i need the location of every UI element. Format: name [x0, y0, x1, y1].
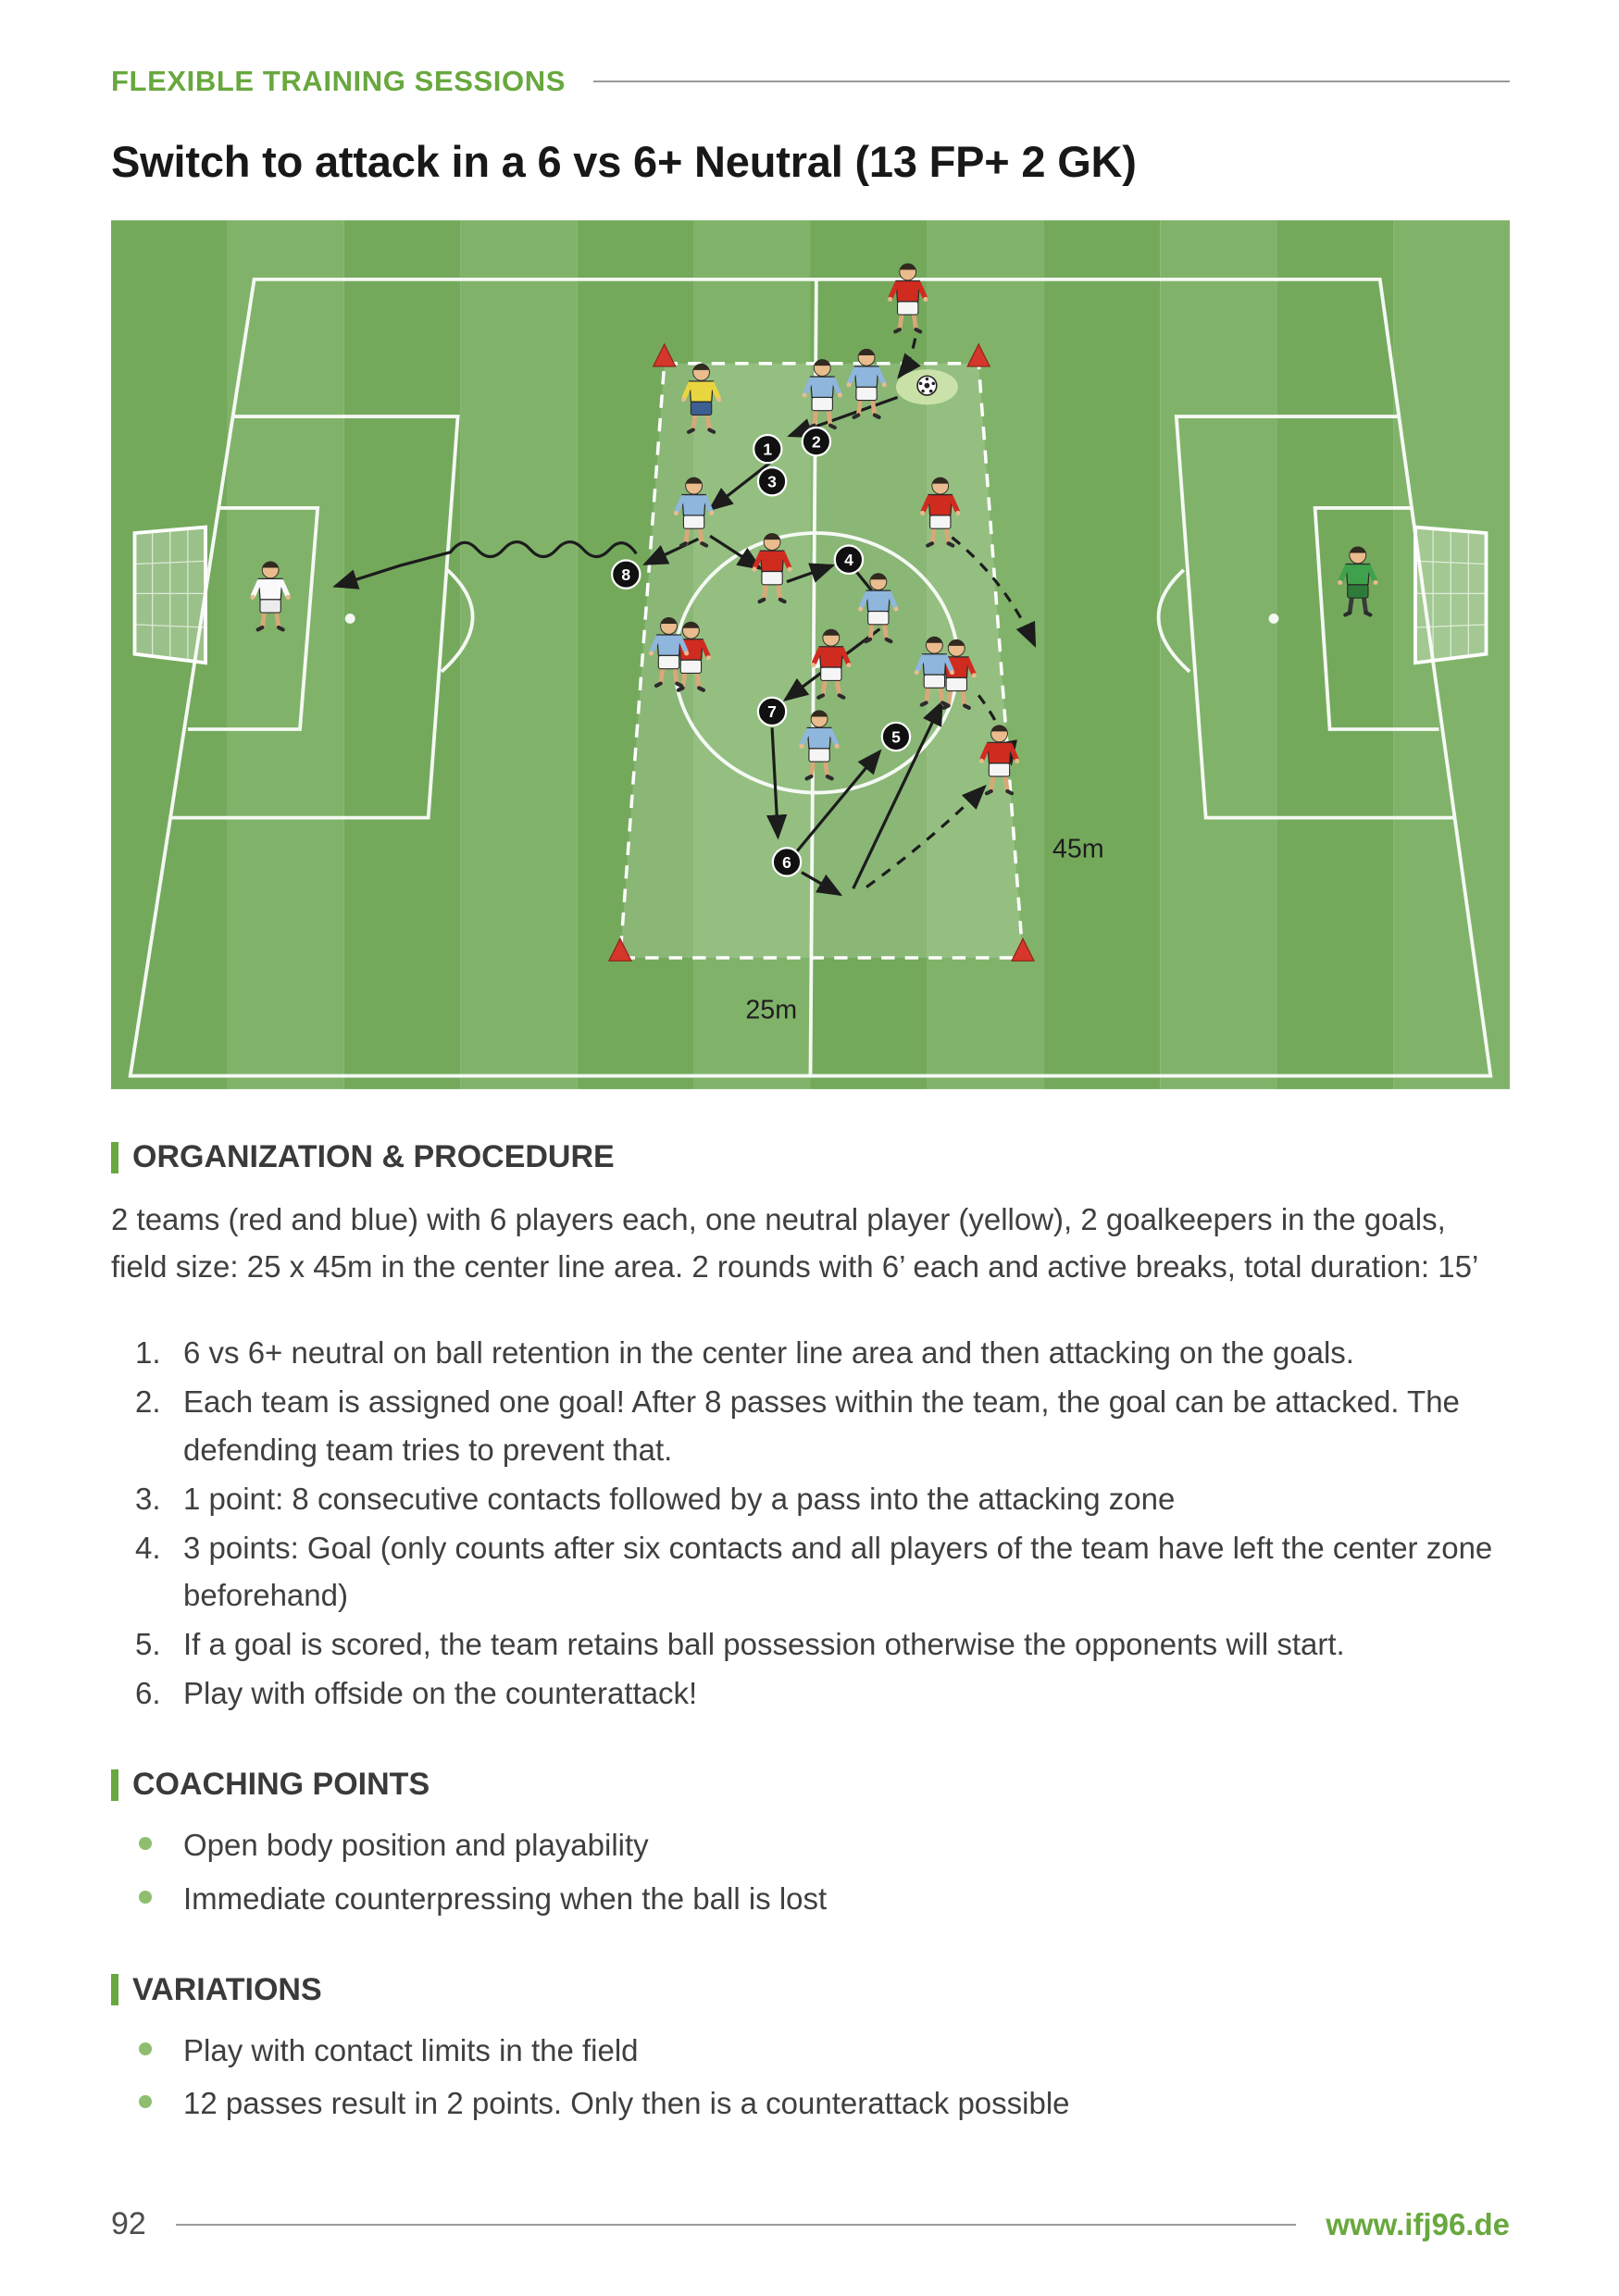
step-item: Play with offside on the counterattack!: [135, 1669, 698, 1717]
series-header: FLEXIBLE TRAINING SESSIONS: [111, 65, 566, 97]
cone: [966, 342, 991, 367]
svg-text:1: 1: [763, 441, 772, 459]
svg-text:4: 4: [844, 551, 853, 569]
pass-arrows: [642, 395, 943, 897]
red-player: [978, 725, 1020, 796]
neutral-player: [680, 363, 722, 434]
website-label: www.ifj96.de: [1326, 2206, 1510, 2241]
blue-player: [673, 477, 715, 548]
zone-depth-label: 25m: [745, 995, 797, 1024]
page-title: Switch to attack in a 6 vs 6+ Neutral (1…: [111, 137, 1137, 186]
red-player: [920, 477, 961, 548]
step-item: 3 points: Goal (only counts after six co…: [135, 1524, 1493, 1613]
soccer-ball: [916, 375, 938, 396]
diagram-figures: 1 2 3 4 5 6 7 8: [250, 263, 1378, 962]
blue-player: [648, 617, 690, 689]
shot-squiggle: [332, 540, 638, 590]
step-item: 1 point: 8 consecutive contacts followed…: [135, 1475, 1176, 1522]
red-player: [888, 263, 928, 334]
grass-stripes: [111, 220, 1510, 1089]
cone: [1011, 937, 1036, 962]
variations-heading: VARIATIONS: [111, 1972, 1510, 2008]
page-number: 92: [111, 2206, 146, 2241]
heading-bar: [111, 1141, 118, 1173]
blue-player: [858, 573, 899, 644]
coaching-list: Open body position and playability Immed…: [111, 1821, 1510, 1921]
pass-marker-5: 5: [880, 721, 912, 752]
section-organization: ORGANIZATION & PROCEDURE 2 teams (red an…: [111, 1139, 1510, 1718]
svg-text:7: 7: [767, 702, 777, 721]
cone: [652, 342, 677, 367]
bullet-item: 12 passes result in 2 points. Only then …: [111, 2079, 1510, 2127]
pass-marker-1: 1: [753, 433, 783, 465]
red-player: [811, 628, 852, 700]
blue-player: [846, 348, 887, 420]
right-goal: [1414, 525, 1488, 665]
section-variations: VARIATIONS Play with contact limits in t…: [111, 1972, 1510, 2127]
gk-right-player: [1338, 546, 1378, 617]
variations-heading-label: VARIATIONS: [132, 1971, 322, 2007]
organization-intro: 2 teams (red and blue) with 6 players ea…: [111, 1202, 1479, 1285]
header-rule: [592, 81, 1510, 82]
pass-marker-7: 7: [756, 696, 788, 727]
blue-player: [799, 710, 840, 781]
svg-text:2: 2: [812, 433, 821, 452]
step-item: If a goal is scored, the team retains ba…: [135, 1620, 1345, 1668]
zone-width-label: 45m: [1052, 835, 1104, 864]
blue-player: [914, 636, 955, 707]
pass-marker-2: 2: [801, 426, 832, 457]
pitch-diagram: 1 2 3 4 5 6 7 8 45m 25m: [111, 220, 1510, 1089]
organization-heading-label: ORGANIZATION & PROCEDURE: [132, 1139, 615, 1175]
blue-player: [802, 359, 842, 430]
heading-bar: [111, 1769, 118, 1801]
coaching-heading: COACHING POINTS: [111, 1767, 1510, 1803]
pass-marker-4: 4: [833, 544, 865, 575]
cone: [607, 937, 632, 962]
gk-left-player: [250, 561, 291, 632]
bullet-item: Play with contact limits in the field: [111, 2027, 1510, 2074]
pass-marker-3: 3: [756, 466, 788, 497]
svg-text:8: 8: [621, 565, 630, 584]
pitch-svg: 1 2 3 4 5 6 7 8 45m 25m: [111, 220, 1510, 1089]
pass-marker-6: 6: [771, 847, 803, 877]
svg-text:5: 5: [891, 727, 901, 746]
pass-marker-8: 8: [611, 559, 641, 590]
step-item: Each team is assigned one goal! After 8 …: [135, 1378, 1460, 1467]
organization-heading: ORGANIZATION & PROCEDURE: [111, 1139, 1510, 1175]
bullet-item: Open body position and playability: [111, 1821, 1510, 1868]
step-item: 6 vs 6+ neutral on ball retention in the…: [135, 1329, 1354, 1376]
procedure-list: 6 vs 6+ neutral on ball retention in the…: [111, 1329, 1510, 1717]
bullet-item: Immediate counterpressing when the ball …: [111, 1875, 1510, 1922]
red-player: [752, 533, 792, 604]
coaching-heading-label: COACHING POINTS: [132, 1767, 430, 1803]
section-coaching-points: COACHING POINTS Open body position and p…: [111, 1767, 1510, 1921]
header-bar: FLEXIBLE TRAINING SESSIONS: [111, 65, 1510, 98]
left-goal: [132, 525, 207, 665]
svg-text:6: 6: [782, 853, 791, 872]
footer: 92 www.ifj96.de: [111, 2206, 1510, 2242]
svg-text:3: 3: [767, 473, 777, 491]
variations-list: Play with contact limits in the field 12…: [111, 2027, 1510, 2127]
footer-rule: [175, 2223, 1297, 2226]
heading-bar: [111, 1974, 118, 2006]
